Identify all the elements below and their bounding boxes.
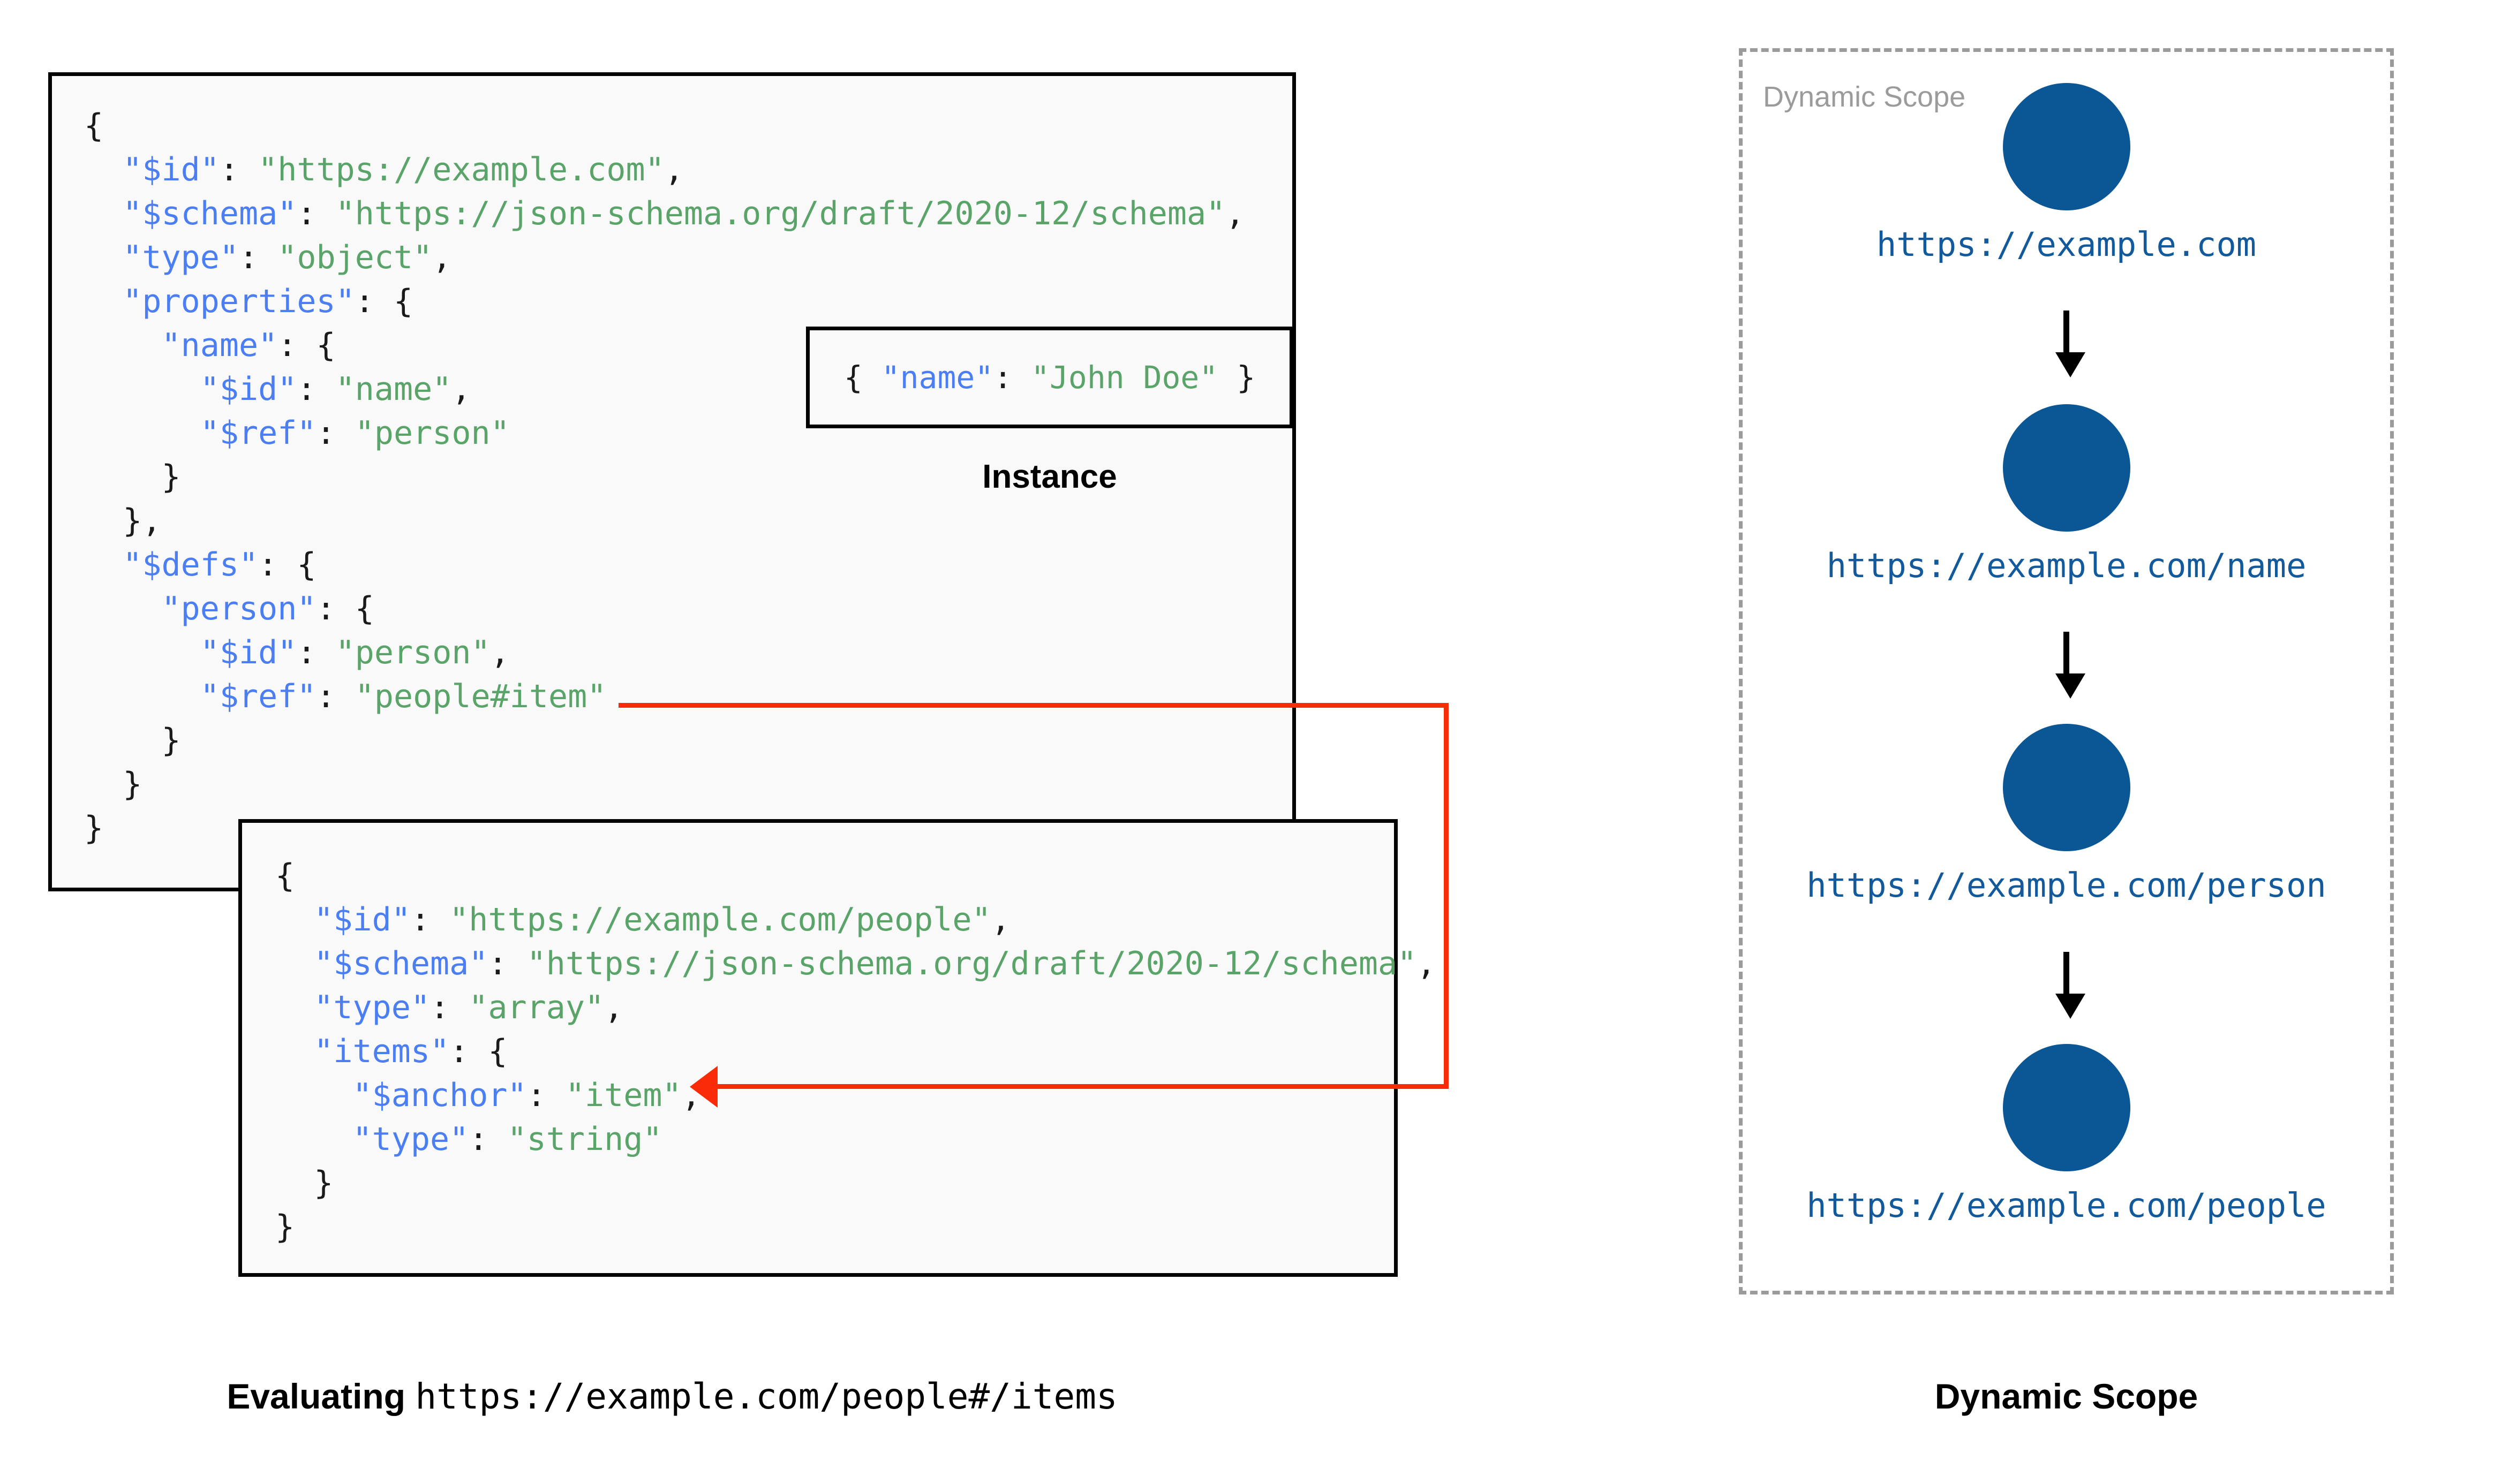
arrow-stem [2063, 952, 2069, 994]
arrow-stem [2063, 632, 2069, 673]
scope-node-circle-icon [2002, 404, 2130, 532]
scope-arrow-1-icon [2055, 632, 2085, 699]
ref-connector-bottom-segment [712, 1084, 1449, 1089]
scope-arrow-2-icon [2055, 952, 2085, 1019]
evaluating-uri: https://example.com/people#/items [415, 1376, 1118, 1417]
dynamic-scope-panel-label: Dynamic Scope [1763, 81, 1966, 113]
root-schema-box: { "$id": "https://example.com", "$schema… [48, 72, 1296, 891]
instance-caption: Instance [982, 458, 1117, 495]
evaluating-caption: Evaluating https://example.com/people#/i… [48, 1376, 1296, 1417]
scope-node-label: https://example.com/people [1806, 1186, 2326, 1225]
scope-node-label: https://example.com [1876, 225, 2257, 264]
ref-connector-vertical-segment [1444, 703, 1449, 1087]
instance-box: { "name": "John Doe" } [806, 327, 1293, 428]
arrow-head [2055, 673, 2085, 699]
ref-connector-top-segment [619, 703, 1449, 708]
dynamic-scope-panel [1739, 48, 2394, 1294]
scope-node-circle-icon [2002, 83, 2130, 210]
arrow-head [2055, 352, 2085, 377]
scope-node-1: https://example.com/name [1739, 404, 2394, 585]
scope-arrow-0-icon [2055, 311, 2085, 377]
arrow-stem [2063, 311, 2069, 352]
scope-node-label: https://example.com/person [1806, 866, 2326, 905]
people-schema-code: { "$id": "https://example.com/people", "… [275, 857, 1436, 1246]
arrow-head [2055, 994, 2085, 1019]
people-schema-box: { "$id": "https://example.com/people", "… [238, 819, 1436, 1277]
scope-node-0: https://example.com [1739, 83, 2394, 264]
ref-connector-arrowhead-icon [690, 1066, 718, 1108]
scope-node-3: https://example.com/people [1739, 1044, 2394, 1225]
scope-node-circle-icon [2002, 724, 2130, 851]
scope-node-2: https://example.com/person [1739, 724, 2394, 905]
instance-code: { "name": "John Doe" } [843, 359, 1256, 396]
dynamic-scope-caption: Dynamic Scope [1934, 1376, 2198, 1416]
scope-node-circle-icon [2002, 1044, 2130, 1171]
root-schema-code: { "$id": "https://example.com", "$schema… [84, 107, 1245, 847]
scope-node-label: https://example.com/name [1826, 546, 2307, 585]
evaluating-label: Evaluating [227, 1376, 406, 1416]
